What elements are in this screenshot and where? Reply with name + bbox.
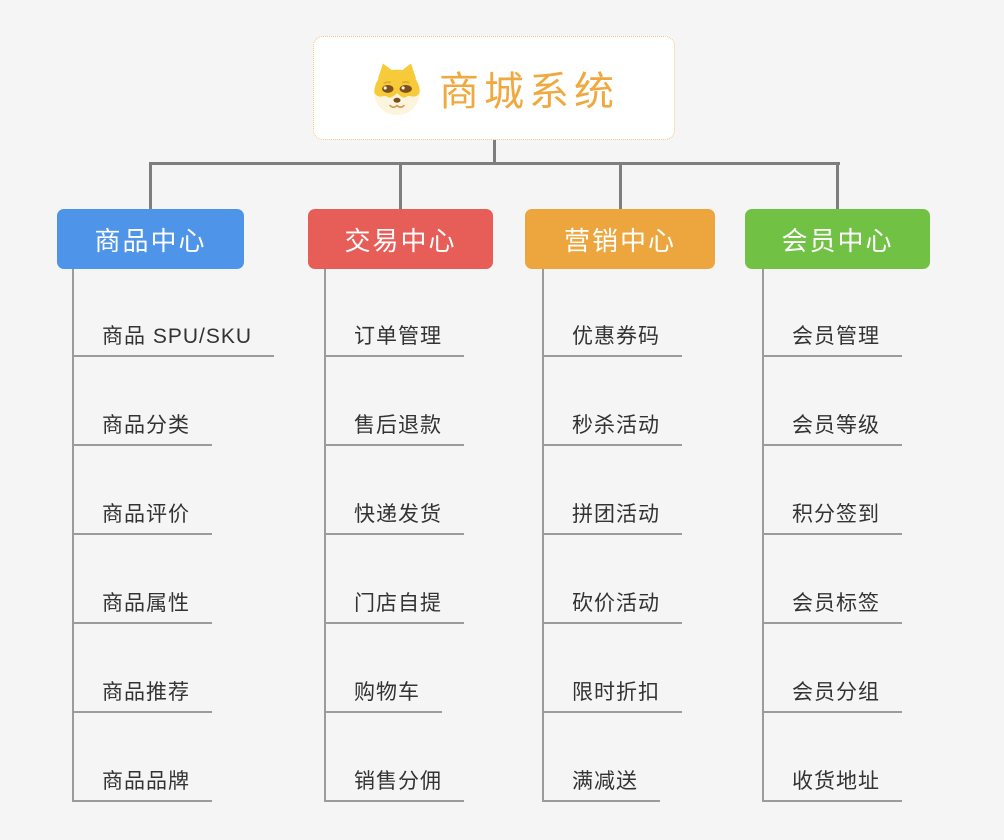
subtopic-label: 购物车 <box>354 681 420 704</box>
subtopic-label: 会员分组 <box>792 681 880 704</box>
branch-title: 会员中心 <box>781 225 894 256</box>
subtopic-item[interactable]: 秒杀活动 <box>542 410 682 446</box>
subtopic-item[interactable]: 销售分佣 <box>324 766 464 802</box>
connector-drop-branch-1 <box>149 162 152 209</box>
subtopic-item[interactable]: 积分签到 <box>762 499 902 535</box>
subtopic-label: 会员标签 <box>792 592 880 615</box>
subtopic-label: 会员等级 <box>792 414 880 437</box>
subtopic-label: 积分签到 <box>792 503 880 526</box>
branch-title: 交易中心 <box>344 225 457 256</box>
subtopic-item[interactable]: 会员分组 <box>762 677 902 713</box>
subtopic-item[interactable]: 会员等级 <box>762 410 902 446</box>
subtopic-label: 快递发货 <box>354 503 442 526</box>
subtopic-label: 商品分类 <box>102 414 190 437</box>
subtopic-label: 拼团活动 <box>572 503 660 526</box>
subtopic-item[interactable]: 售后退款 <box>324 410 464 446</box>
connector-drop-branch-3 <box>619 162 622 209</box>
subtopic-label: 限时折扣 <box>572 681 660 704</box>
subtopic-item[interactable]: 门店自提 <box>324 588 464 624</box>
subtopic-item[interactable]: 商品 SPU/SKU <box>72 321 275 357</box>
subtopic-item[interactable]: 商品推荐 <box>72 677 212 713</box>
doge-dog-face-icon <box>374 63 420 116</box>
subtopic-item[interactable]: 购物车 <box>324 677 442 713</box>
branch-marketing-spine <box>542 269 544 802</box>
branch-title: 商品中心 <box>94 225 207 256</box>
subtopic-label: 商品 SPU/SKU <box>102 325 253 348</box>
subtopic-item[interactable]: 优惠券码 <box>542 321 682 357</box>
subtopic-label: 售后退款 <box>354 414 442 437</box>
subtopic-label: 优惠券码 <box>572 325 660 348</box>
branch-title: 营销中心 <box>563 225 676 256</box>
subtopic-label: 收货地址 <box>792 770 880 793</box>
subtopic-item[interactable]: 会员管理 <box>762 321 902 357</box>
subtopic-item[interactable]: 满减送 <box>542 766 660 802</box>
connector-bus <box>149 162 840 165</box>
subtopic-item[interactable]: 订单管理 <box>324 321 464 357</box>
subtopic-item[interactable]: 会员标签 <box>762 588 902 624</box>
subtopic-label: 订单管理 <box>354 325 442 348</box>
branch-member-center[interactable]: 会员中心 <box>745 209 930 269</box>
subtopic-item[interactable]: 商品分类 <box>72 410 212 446</box>
subtopic-label: 销售分佣 <box>354 770 442 793</box>
subtopic-label: 商品属性 <box>102 592 190 615</box>
subtopic-label: 秒杀活动 <box>572 414 660 437</box>
subtopic-item[interactable]: 快递发货 <box>324 499 464 535</box>
subtopic-label: 商品评价 <box>102 503 190 526</box>
subtopic-item[interactable]: 商品属性 <box>72 588 212 624</box>
connector-root-stem <box>493 140 496 164</box>
subtopic-item[interactable]: 收货地址 <box>762 766 902 802</box>
subtopic-label: 满减送 <box>572 770 638 793</box>
subtopic-item[interactable]: 限时折扣 <box>542 677 682 713</box>
subtopic-label: 门店自提 <box>354 592 442 615</box>
subtopic-label: 商品推荐 <box>102 681 190 704</box>
subtopic-item[interactable]: 商品评价 <box>72 499 212 535</box>
branch-member-spine <box>762 269 764 802</box>
connector-drop-branch-4 <box>836 162 839 209</box>
connector-drop-branch-2 <box>399 162 402 209</box>
subtopic-item[interactable]: 商品品牌 <box>72 766 212 802</box>
branch-product-spine <box>72 269 74 802</box>
branch-product-center[interactable]: 商品中心 <box>57 209 244 269</box>
subtopic-label: 商品品牌 <box>102 770 190 793</box>
branch-trade-center[interactable]: 交易中心 <box>308 209 493 269</box>
subtopic-item[interactable]: 砍价活动 <box>542 588 682 624</box>
root-title: 商城系统 <box>439 70 619 114</box>
subtopic-item[interactable]: 拼团活动 <box>542 499 682 535</box>
subtopic-label: 会员管理 <box>792 325 880 348</box>
branch-marketing-center[interactable]: 营销中心 <box>525 209 715 269</box>
branch-trade-spine <box>324 269 326 802</box>
root-node[interactable]: 商城系统 <box>313 36 675 140</box>
subtopic-label: 砍价活动 <box>572 592 660 615</box>
